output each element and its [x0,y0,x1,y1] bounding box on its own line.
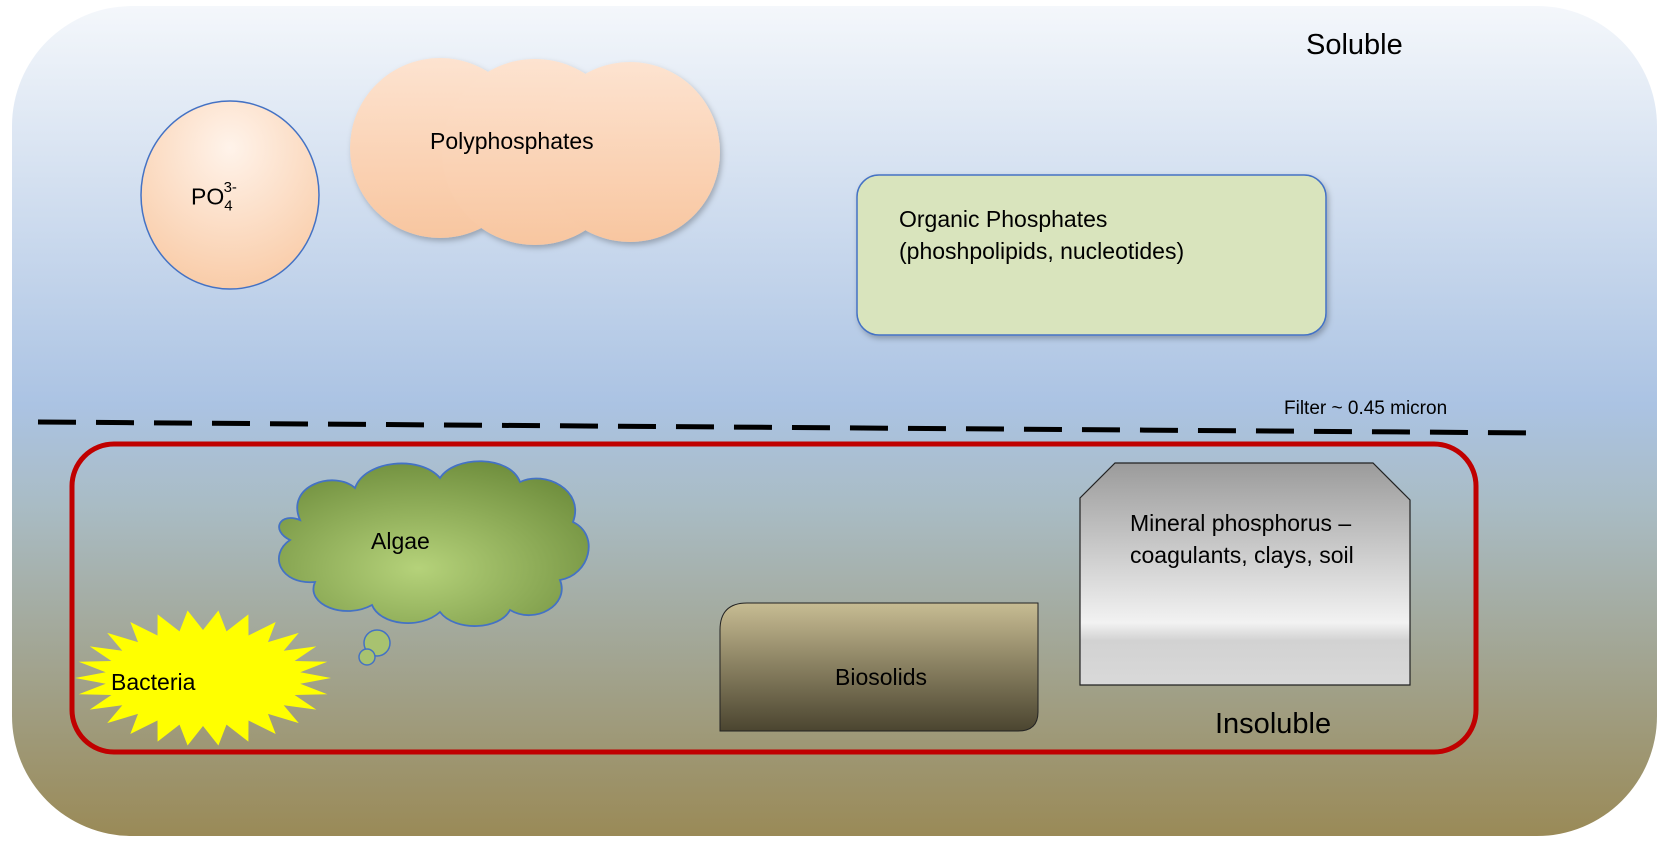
bacteria-label: Bacteria [111,669,196,695]
soluble-label: Soluble [1306,29,1403,61]
mineral-phosphorus-line1: Mineral phosphorus – [1130,510,1352,536]
mineral-phosphorus-line2: coagulants, clays, soil [1130,542,1354,568]
mineral-phosphorus-shape [1079,462,1411,686]
orthophosphate-superscript: 3- [223,179,237,196]
filter-line [37,419,1546,436]
biosolids-label: Biosolids [835,664,928,690]
orthophosphate-label: PO43- [191,175,246,222]
algae-cloud [278,460,590,666]
organic-phosphates-line2: (phoshpolipids, nucleotides) [899,238,1185,264]
orthophosphate-circle [140,100,320,290]
insoluble-frame [69,441,1479,755]
bacteria-starburst [75,610,331,746]
organic-phosphates-box [856,174,1327,336]
algae-label: Algae [371,528,430,554]
polyphosphates-label: Polyphosphates [430,128,594,154]
polyphosphates-shape [350,58,720,245]
filter-label: Filter ~ 0.45 micron [1284,398,1448,419]
insoluble-label: Insoluble [1215,708,1332,740]
orthophosphate-subscript: 4 [224,197,233,215]
orthophosphate-base: PO [191,183,225,210]
biosolids-shape [719,602,1039,732]
organic-phosphates-line1: Organic Phosphates [899,206,1108,232]
